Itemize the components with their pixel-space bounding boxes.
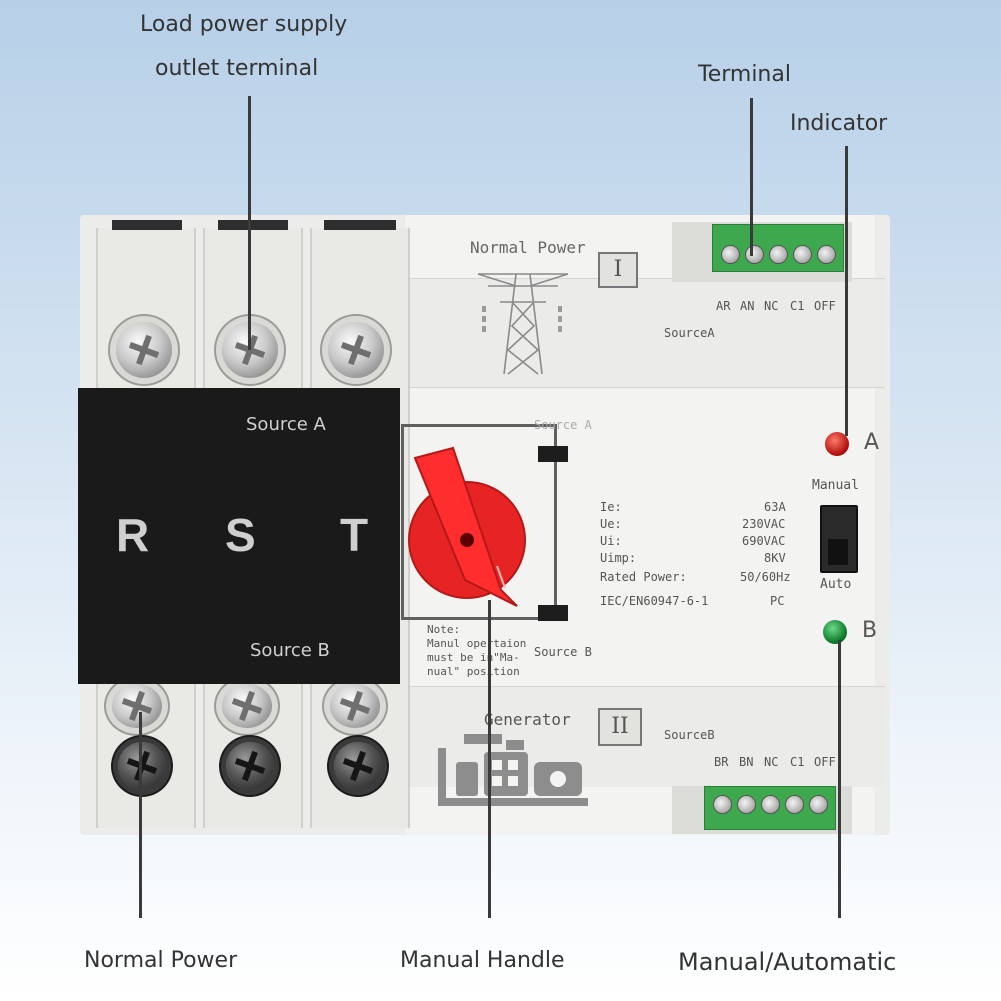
- spec-label-ui: Ui:: [600, 534, 622, 548]
- bottom-terminal-screw-3[interactable]: [330, 684, 380, 728]
- spec-value-ie: 63A: [764, 500, 786, 514]
- callout-terminal: Terminal: [698, 62, 791, 87]
- pole-cap-3: [324, 220, 396, 230]
- indicator-led-b: [823, 620, 847, 644]
- top-terminal-label-c1: C1: [790, 299, 805, 313]
- switch-auto-label: Auto: [820, 577, 852, 592]
- top-terminal-label-off: OFF: [814, 299, 836, 313]
- spec-value-pc: PC: [770, 594, 785, 608]
- bottom-terminal-screw-c1[interactable]: [785, 795, 804, 814]
- top-terminal-screw-3[interactable]: [328, 322, 384, 378]
- generator-icon: [438, 734, 588, 806]
- leader-indicator: [845, 146, 848, 436]
- source-b-label: SourceB: [664, 728, 715, 742]
- spec-label-uimp: Uimp:: [600, 551, 637, 565]
- generator-title: Generator: [484, 710, 571, 729]
- panel-source-a-label: Source A: [246, 414, 326, 435]
- top-terminal-screw-nc[interactable]: [769, 245, 788, 264]
- callout-load-terminal-line1: Load power supply: [140, 12, 348, 37]
- spec-value-uimp: 8KV: [764, 551, 786, 565]
- callout-indicator: Indicator: [790, 111, 888, 136]
- power-tower-icon: [477, 273, 569, 375]
- top-terminal-screw-ar[interactable]: [721, 245, 740, 264]
- top-terminal-screw-off[interactable]: [817, 245, 836, 264]
- bottom-terminal-screw-br[interactable]: [713, 795, 732, 814]
- switch-manual-label: Manual: [812, 478, 859, 493]
- phase-s: S: [225, 509, 256, 561]
- leader-load-terminal: [248, 96, 251, 350]
- bottom-terminal-screw-off[interactable]: [809, 795, 828, 814]
- callout-manual-handle: Manual Handle: [400, 948, 565, 973]
- bottom-lower-screw-3[interactable]: [334, 742, 382, 790]
- note-line-1: Note:: [427, 623, 461, 636]
- phase-r: R: [116, 509, 150, 561]
- note-line-2: Manul opertaion: [427, 637, 527, 650]
- bottom-terminal-label-off: OFF: [814, 755, 836, 769]
- spec-label-ie: Ie:: [600, 500, 622, 514]
- spec-value-ue: 230VAC: [742, 517, 786, 531]
- top-terminal-block: [712, 224, 844, 272]
- bottom-terminal-screw-1[interactable]: [112, 684, 162, 728]
- bottom-terminal-screw-bn[interactable]: [737, 795, 756, 814]
- phase-t: T: [340, 509, 369, 561]
- spec-label-rated-power: Rated Power:: [600, 570, 687, 584]
- leader-manual-automatic: [838, 640, 841, 918]
- manual-auto-switch[interactable]: [820, 505, 858, 573]
- bottom-terminal-label-nc: NC: [764, 755, 779, 769]
- spec-label-ue: Ue:: [600, 517, 622, 531]
- spec-value-rated-power: 50/60Hz: [740, 570, 791, 584]
- bottom-terminal-label-br: BR: [714, 755, 729, 769]
- bottom-lower-screw-2[interactable]: [226, 742, 274, 790]
- phase-panel: Source A R S T Source B: [78, 388, 400, 684]
- bottom-terminal-label-bn: BN: [739, 755, 754, 769]
- handle-slot-b: [538, 605, 568, 621]
- panel-source-b-label: Source B: [250, 640, 330, 661]
- normal-power-title: Normal Power: [470, 238, 586, 257]
- pole-cap-1: [112, 220, 182, 230]
- note-line-4: nual" position: [427, 665, 520, 678]
- roman-i-badge: I: [598, 252, 638, 288]
- leader-normal-power: [139, 712, 142, 918]
- top-terminal-label-nc: NC: [764, 299, 779, 313]
- callout-normal-power: Normal Power: [84, 948, 238, 973]
- spec-value-ui: 690VAC: [742, 534, 786, 548]
- bottom-terminal-label-c1: C1: [790, 755, 805, 769]
- indicator-a-label: A: [864, 430, 880, 455]
- top-terminal-screw-an[interactable]: [745, 245, 764, 264]
- note-line-3: must be in"Ma-: [427, 651, 520, 664]
- bottom-terminal-block: [704, 786, 836, 830]
- top-terminal-screw-1[interactable]: [116, 322, 172, 378]
- indicator-led-a: [825, 432, 849, 456]
- handle-frame: [401, 424, 557, 620]
- top-terminal-screw-c1[interactable]: [793, 245, 812, 264]
- switch-slider[interactable]: [828, 539, 848, 565]
- roman-ii-badge: II: [598, 708, 642, 746]
- top-terminal-label-an: AN: [740, 299, 755, 313]
- indicator-b-label: B: [862, 618, 878, 643]
- handle-slot-a: [538, 446, 568, 462]
- pole-cap-2: [218, 220, 288, 230]
- handle-source-b-label: Source B: [534, 645, 592, 659]
- bottom-terminal-screw-nc[interactable]: [761, 795, 780, 814]
- callout-load-terminal-line2: outlet terminal: [155, 56, 319, 81]
- top-rib: [405, 278, 885, 388]
- top-terminal-label-ar: AR: [716, 299, 731, 313]
- callout-manual-automatic: Manual/Automatic: [678, 948, 897, 976]
- handle-source-a-label: Source A: [534, 418, 592, 432]
- leader-terminal: [750, 98, 753, 256]
- leader-manual-handle: [488, 600, 491, 918]
- bottom-terminal-screw-2[interactable]: [222, 684, 272, 728]
- bottom-lower-screw-1[interactable]: [118, 742, 166, 790]
- manual-handle[interactable]: [405, 440, 540, 615]
- spec-label-standard: IEC/EN60947-6-1: [600, 594, 709, 608]
- source-a-label: SourceA: [664, 326, 715, 340]
